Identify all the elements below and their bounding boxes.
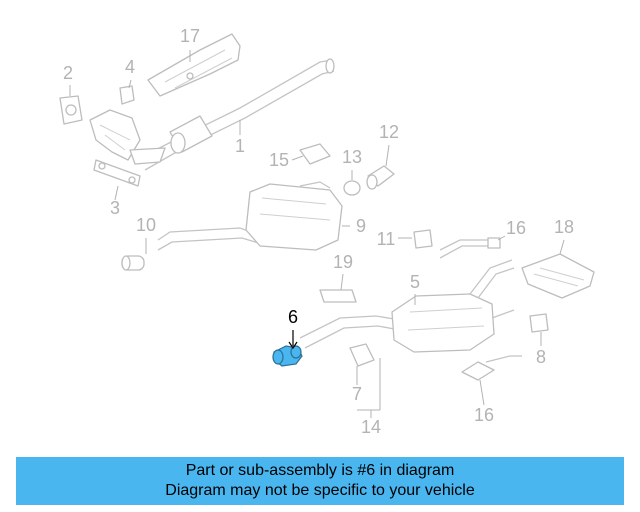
callout-17: 17 xyxy=(180,26,200,46)
callout-6: 6 xyxy=(288,307,298,327)
part-13-ring xyxy=(343,180,361,196)
callout-16a: 16 xyxy=(506,218,526,238)
callout-13: 13 xyxy=(342,147,362,167)
callout-16b: 16 xyxy=(474,405,494,425)
callout-10: 10 xyxy=(136,215,156,235)
part-5-rear-muffler xyxy=(299,259,515,353)
part-9-center-muffler xyxy=(157,181,343,251)
part-17-heat-shield xyxy=(147,33,241,97)
callout-8: 8 xyxy=(536,347,546,367)
part-16-pipe-upper xyxy=(439,237,501,259)
callout-14: 14 xyxy=(361,417,381,437)
part-16-pipe-lower xyxy=(461,355,522,381)
part-6-clamp-highlighted[interactable] xyxy=(272,345,303,367)
info-banner: Part or sub-assembly is #6 in diagram Di… xyxy=(16,457,624,505)
part-11-hanger xyxy=(413,229,433,249)
callout-12: 12 xyxy=(379,122,399,142)
part-3-bracket xyxy=(93,159,141,187)
part-12-tail-tip xyxy=(366,165,395,190)
part-10-clamp xyxy=(121,255,145,271)
part-4-hanger xyxy=(119,85,135,105)
callout-7: 7 xyxy=(352,384,362,404)
banner-line-1: Part or sub-assembly is #6 in diagram xyxy=(185,462,455,479)
leader-lines xyxy=(69,50,565,418)
part-18-heat-shield xyxy=(521,253,595,299)
callout-11: 11 xyxy=(377,229,396,249)
part-8-insulator xyxy=(529,313,549,333)
callout-18: 18 xyxy=(554,217,574,237)
part-1-front-pipe xyxy=(89,58,335,171)
callout-2: 2 xyxy=(63,63,73,83)
banner-line-2: Diagram may not be specific to your vehi… xyxy=(165,482,475,499)
part-2-gasket xyxy=(59,95,83,125)
part-15-bracket xyxy=(299,143,331,165)
callout-4: 4 xyxy=(125,57,135,77)
callout-1: 1 xyxy=(235,136,245,156)
callout-9: 9 xyxy=(356,216,366,236)
callout-5: 5 xyxy=(410,272,420,292)
callout-3: 3 xyxy=(110,198,120,218)
part-19-bracket xyxy=(319,289,357,303)
callout-15: 15 xyxy=(269,150,289,170)
part-7-hanger xyxy=(349,343,375,367)
callout-19: 19 xyxy=(333,252,353,272)
